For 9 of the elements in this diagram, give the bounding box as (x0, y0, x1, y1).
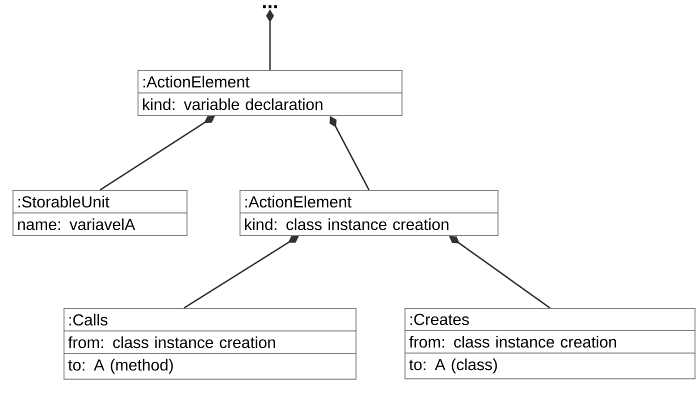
object-box: :ActionElement kind: variable declaration (138, 70, 402, 116)
composition-line (184, 236, 299, 309)
object-box: :Creates from: class instance creation to: A (class) (404, 308, 696, 380)
object-box: :ActionElement kind: class instance creation (240, 190, 498, 236)
ellipsis-text: ... (263, 5, 277, 8)
composition-line (449, 236, 550, 309)
composition-line (100, 116, 215, 191)
object-box: :StorableUnit name: variavelA (12, 190, 188, 236)
object-box: :Calls from: class instance creation to: A (method) (64, 308, 356, 380)
